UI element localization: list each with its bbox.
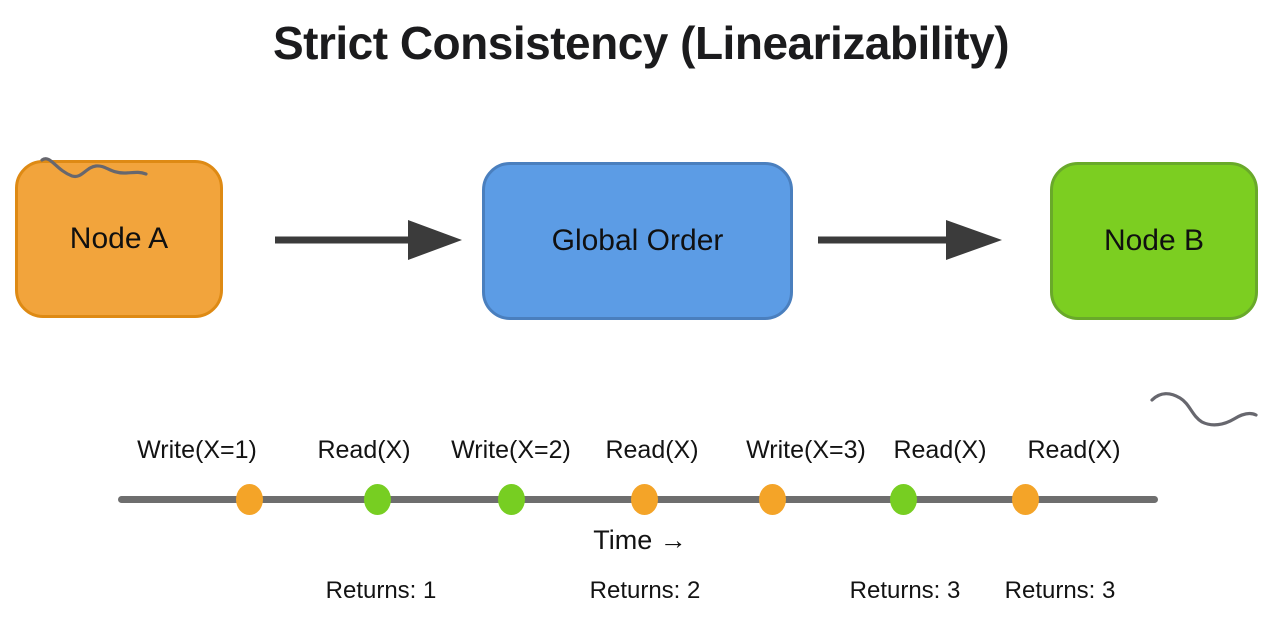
returns-label: Returns: 3 <box>1004 577 1116 604</box>
timeline-event-dot <box>236 484 263 515</box>
timeline-event-dot <box>364 484 391 515</box>
node-b-box: Node B <box>1050 162 1258 320</box>
timeline-event-label: Read(X) <box>605 436 699 464</box>
node-a-label: Node A <box>69 222 169 255</box>
diagram-title: Strict Consistency (Linearizability) <box>272 17 1010 69</box>
returns-label: Returns: 1 <box>325 577 437 604</box>
arrow-right-icon <box>818 220 1002 260</box>
time-axis-label: Time → <box>593 525 687 555</box>
node-a-box: Node A <box>15 160 223 318</box>
timeline-event-dot <box>890 484 917 515</box>
squiggle-scribble-icon <box>40 157 148 179</box>
timeline-event-dot <box>1012 484 1039 515</box>
squiggle-scribble-icon <box>1150 392 1258 427</box>
timeline-event-dot <box>498 484 525 515</box>
timeline-event-label: Write(X=1) <box>137 436 257 464</box>
timeline-event-label: Write(X=3) <box>746 436 866 464</box>
node-b-label: Node B <box>1103 224 1205 257</box>
global-order-box: Global Order <box>482 162 793 320</box>
timeline-event-label: Read(X) <box>893 436 987 464</box>
timeline-event-label: Read(X) <box>1027 436 1121 464</box>
timeline-event-label: Write(X=2) <box>451 436 571 464</box>
returns-label: Returns: 2 <box>589 577 701 604</box>
arrow-right-icon <box>275 220 462 260</box>
global-order-label: Global Order <box>551 224 724 257</box>
timeline-event-dot <box>631 484 658 515</box>
timeline-event-dot <box>759 484 786 515</box>
timeline-event-label: Read(X) <box>317 436 411 464</box>
returns-label: Returns: 3 <box>849 577 961 604</box>
